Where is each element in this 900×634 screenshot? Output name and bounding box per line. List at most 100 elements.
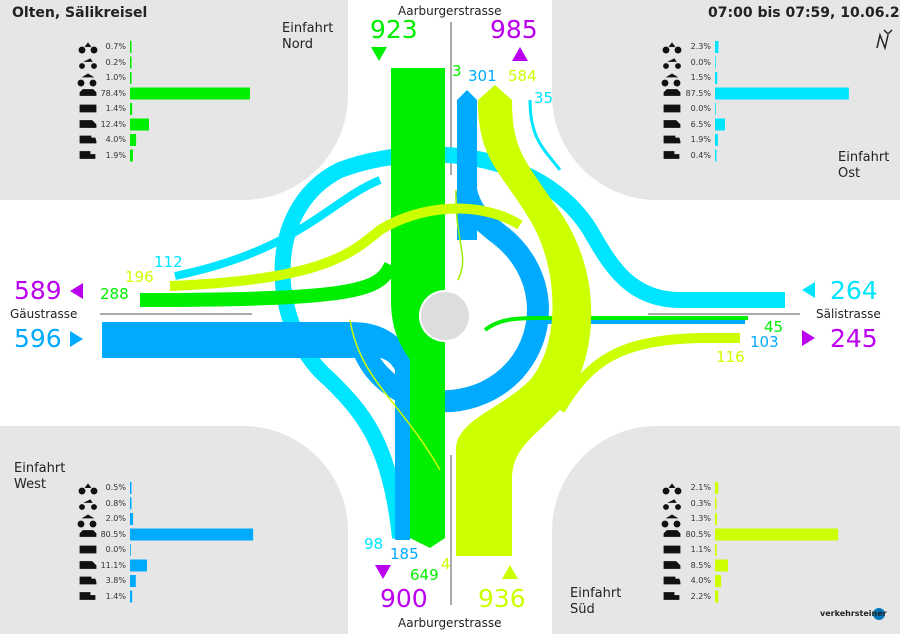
west-share-label: 2.0% xyxy=(105,514,126,523)
east-share-bar xyxy=(715,149,717,162)
east-share-bar xyxy=(715,56,716,69)
motorcycle-icon xyxy=(661,514,681,528)
flow-south-to-east xyxy=(555,333,740,413)
north-share-label: 1.9% xyxy=(105,150,126,160)
north-share-label: 0.2% xyxy=(105,57,126,67)
bus-icon xyxy=(79,545,97,554)
south-share-label: 80.5% xyxy=(685,529,711,539)
west-share-bar xyxy=(130,544,131,556)
south-share-bar xyxy=(715,590,719,603)
entry-north-label-2: Nord xyxy=(282,37,314,52)
arrow-east-out xyxy=(802,330,815,346)
flow-label-n301: 301 xyxy=(468,67,497,85)
west-share-label: 0.8% xyxy=(105,498,126,508)
tractor-icon xyxy=(79,592,96,600)
road-name-north: Aarburgerstrasse xyxy=(398,4,502,18)
north-share-bar xyxy=(130,56,132,69)
south-share-label: 4.0% xyxy=(690,576,711,585)
arrow-east-in xyxy=(802,282,815,298)
flow-north-to-west xyxy=(139,262,398,307)
entry-south-label-2: Süd xyxy=(570,602,595,617)
north-share-label: 0.7% xyxy=(105,42,126,51)
truck-icon xyxy=(79,135,97,144)
total-east-out: 245 xyxy=(830,324,878,353)
entry-east-label-2: Ost xyxy=(838,166,861,181)
flow-west-north xyxy=(457,90,477,240)
south-share-label: 1.1% xyxy=(690,545,711,554)
flow-label-s185: 185 xyxy=(390,545,419,563)
north-share-label: 1.0% xyxy=(105,73,126,82)
bicycle-icon xyxy=(78,42,98,54)
north-share-bar xyxy=(130,41,132,53)
west-share-label: 0.0% xyxy=(105,545,126,554)
flow-label-w112: 112 xyxy=(154,253,183,271)
brand-name: verkehrsteiner xyxy=(820,609,887,618)
car-icon xyxy=(663,89,681,96)
east-share-label: 0.0% xyxy=(690,104,711,113)
west-share-label: 3.8% xyxy=(105,576,126,585)
east-share-bar xyxy=(715,87,849,100)
west-share-bar xyxy=(130,575,136,587)
entry-south-label-1: Einfahrt xyxy=(570,586,622,601)
motorcycle-icon xyxy=(661,73,681,87)
flow-label-s649: 649 xyxy=(410,566,439,584)
van-icon xyxy=(79,120,97,128)
road-name-east: Sälistrasse xyxy=(816,307,881,321)
flow-west-in xyxy=(102,322,410,540)
entry-west-label-1: Einfahrt xyxy=(14,461,66,476)
car-icon xyxy=(79,530,97,537)
van-icon xyxy=(663,120,681,128)
flow-south-to-west xyxy=(169,203,523,291)
north-arrow-icon xyxy=(876,29,893,51)
tractor-icon xyxy=(79,151,96,159)
flow-west-ring xyxy=(349,187,549,413)
moped-icon xyxy=(79,58,97,69)
entry-north-label-1: Einfahrt xyxy=(282,21,334,36)
van-icon xyxy=(79,561,97,569)
truck-icon xyxy=(79,576,97,585)
west-share-bar xyxy=(130,590,133,603)
page-title: Olten, Sälikreisel xyxy=(12,5,148,21)
car-icon xyxy=(79,89,97,96)
west-share-bar xyxy=(130,528,254,541)
west-share-label: 11.1% xyxy=(100,560,126,570)
south-share-bar xyxy=(715,575,722,587)
moped-icon xyxy=(79,499,97,510)
north-share-label: 12.4% xyxy=(100,119,126,129)
south-share-bar xyxy=(715,559,729,572)
total-south-in: 936 xyxy=(478,584,526,613)
total-west-in: 596 xyxy=(14,324,62,353)
total-south-out: 900 xyxy=(380,584,428,613)
south-share-label: 0.3% xyxy=(690,498,711,508)
south-share-bar xyxy=(715,528,839,541)
bicycle-icon xyxy=(662,42,682,54)
north-share-bar xyxy=(130,87,250,100)
east-share-label: 87.5% xyxy=(685,88,711,98)
east-share-bar xyxy=(715,134,718,146)
south-share-bar xyxy=(715,544,717,556)
north-share-bar xyxy=(130,149,133,162)
total-east-in: 264 xyxy=(830,276,878,305)
south-share-label: 2.1% xyxy=(690,483,711,492)
car-icon xyxy=(663,530,681,537)
south-share-label: 2.2% xyxy=(690,591,711,601)
east-share-label: 1.5% xyxy=(690,73,711,82)
flow-east-to-west-short xyxy=(174,176,382,280)
south-share-label: 1.3% xyxy=(690,514,711,523)
south-share-bar xyxy=(715,482,719,494)
west-share-bar xyxy=(130,513,134,525)
block-north-east xyxy=(552,0,900,200)
west-share-bar xyxy=(130,482,132,494)
east-share-label: 0.0% xyxy=(690,57,711,67)
flow-label-s4: 4 xyxy=(441,555,451,573)
arrow-north-in xyxy=(371,47,387,61)
east-share-bar xyxy=(715,72,718,84)
south-share-label: 8.5% xyxy=(690,560,711,570)
bus-icon xyxy=(663,104,681,113)
flow-east-to-west-loop xyxy=(274,146,785,539)
flow-label-e116: 116 xyxy=(716,348,745,366)
flow-label-s98: 98 xyxy=(364,535,384,553)
motorcycle-icon xyxy=(77,73,97,87)
flow-label-e103: 103 xyxy=(750,333,779,351)
